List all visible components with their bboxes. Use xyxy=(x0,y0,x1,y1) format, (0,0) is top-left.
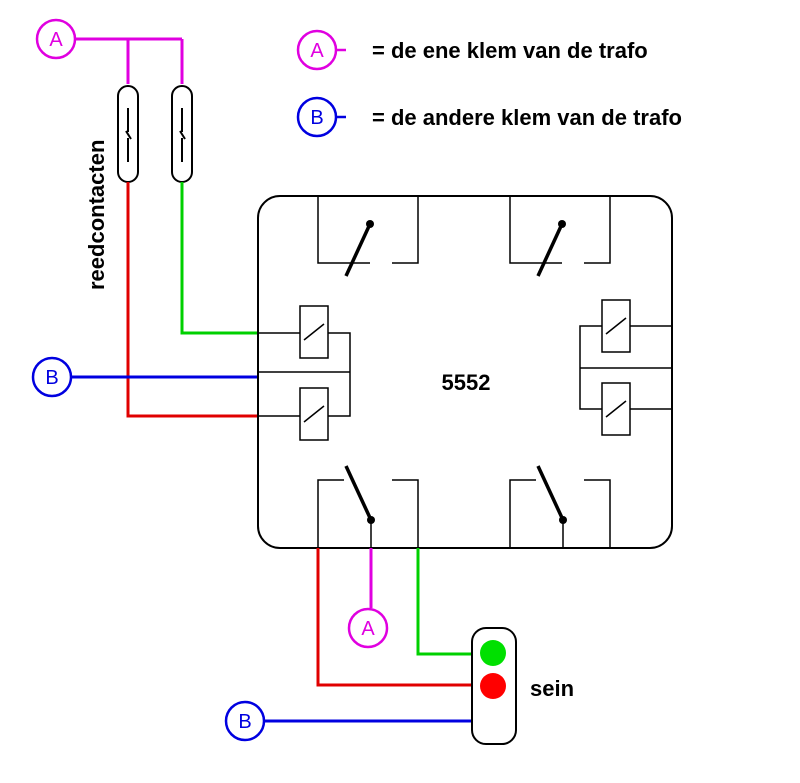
terminal-a-top-letter: A xyxy=(49,29,63,51)
terminal-a-top: A xyxy=(35,18,77,60)
legend-b-symbol: B xyxy=(296,96,346,138)
wire-red-reed xyxy=(126,182,258,418)
reed-contact-2 xyxy=(171,85,193,183)
signal-lamp-red xyxy=(480,673,506,699)
coil-left-bottom xyxy=(299,387,329,441)
signal-lamp-green xyxy=(480,640,506,666)
module-left-coils xyxy=(258,305,351,441)
terminal-b-bottom: B xyxy=(224,700,266,742)
coil-right-bottom xyxy=(601,382,631,436)
wire-green-signal xyxy=(416,548,472,656)
reed-contact-1 xyxy=(117,85,139,183)
wire-red-signal xyxy=(316,548,472,687)
wire-green-reed xyxy=(180,182,258,335)
terminal-b-left-letter: B xyxy=(45,367,58,389)
signal-sein: sein xyxy=(471,627,574,745)
coil-left-top xyxy=(299,305,329,359)
coil-right-top xyxy=(601,299,631,353)
terminal-b-bottom-letter: B xyxy=(238,711,251,733)
signal-label: sein xyxy=(530,676,574,701)
switch-top-right xyxy=(509,196,611,277)
switch-bottom-right xyxy=(509,465,611,548)
legend-b-text: = de andere klem van de trafo xyxy=(372,105,682,130)
legend-a-symbol: A xyxy=(296,29,346,71)
switch-top-left xyxy=(317,196,419,277)
legend-a-text: = de ene klem van de trafo xyxy=(372,38,648,63)
switch-bottom-left xyxy=(317,465,419,548)
terminal-a-bottom: A xyxy=(347,607,389,649)
module-label: 5552 xyxy=(442,370,491,395)
legend: A = de ene klem van de trafo B = de ande… xyxy=(296,29,682,138)
terminal-a-bottom-letter: A xyxy=(361,618,375,640)
terminal-b-left: B xyxy=(31,356,73,398)
reed-contacts-label: reedcontacten xyxy=(84,140,109,290)
module-right-coils xyxy=(579,299,672,436)
legend-b-letter: B xyxy=(310,107,323,129)
legend-a-letter: A xyxy=(310,40,324,62)
module-5552: 5552 xyxy=(257,195,673,549)
